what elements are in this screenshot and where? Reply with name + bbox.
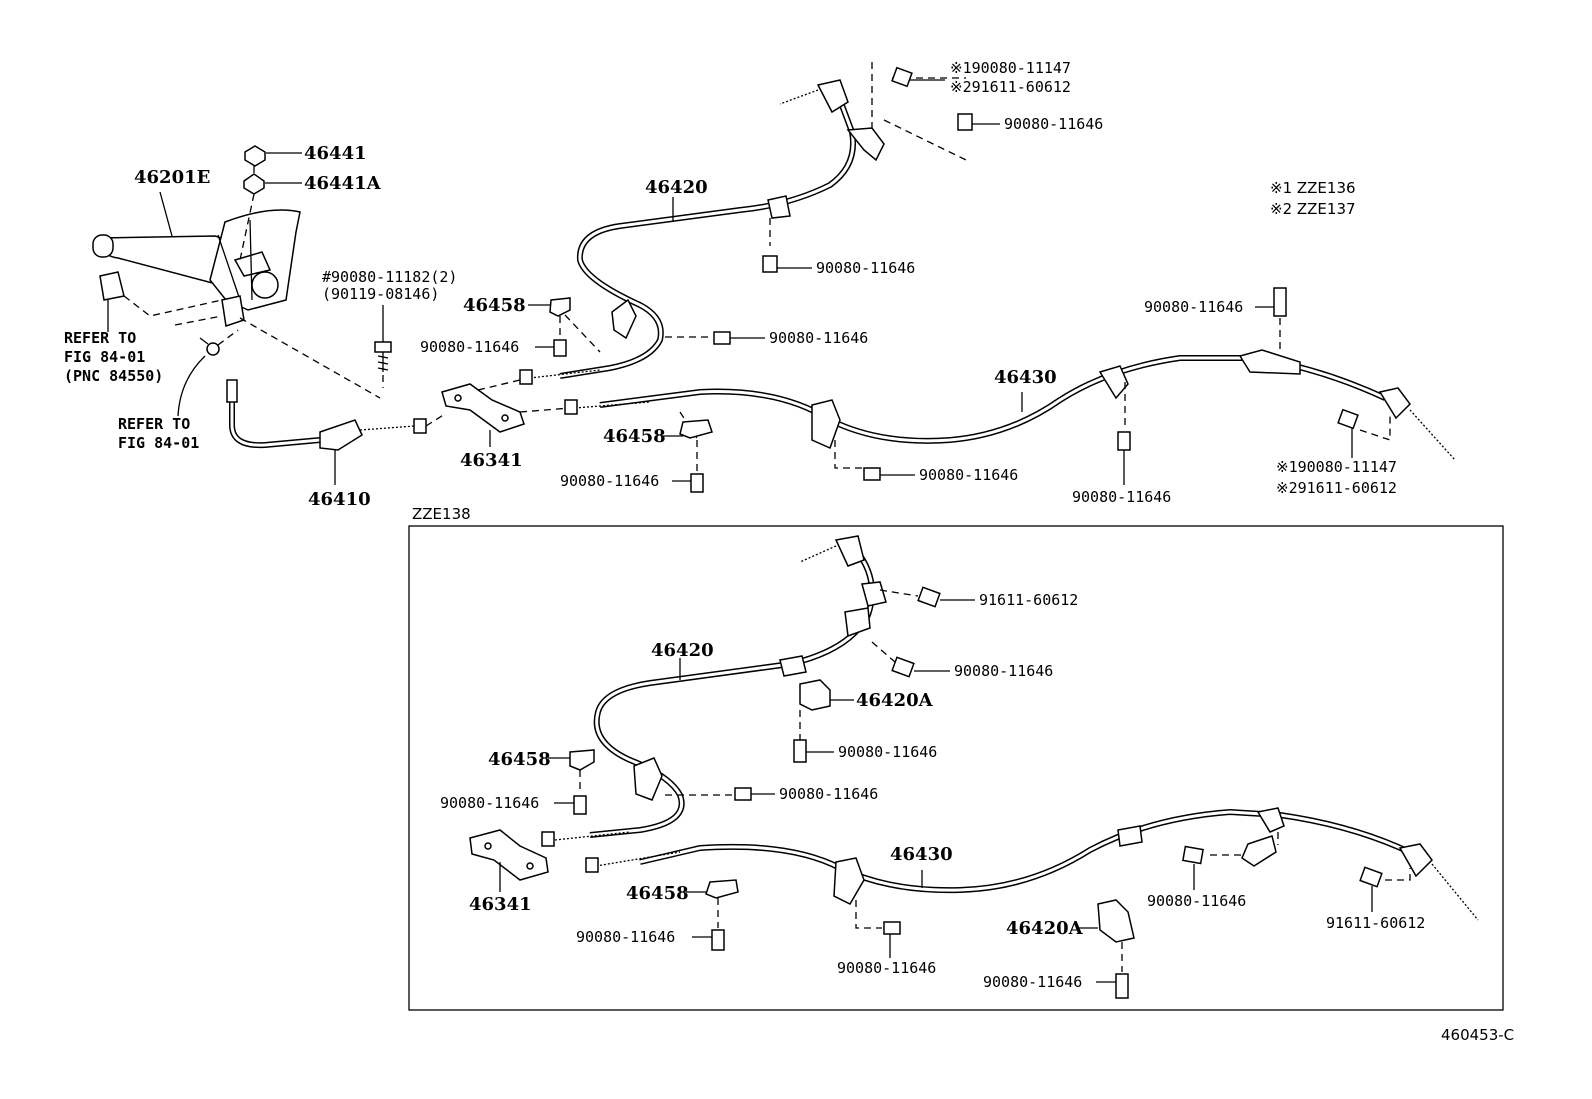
nut-46441-icon: [244, 145, 266, 167]
box-equalizer-46341: [469, 829, 549, 881]
label-46458-mid: 46458: [603, 426, 666, 447]
label-x291611-top: ※291611-60612: [950, 78, 1071, 96]
box-label-bolt-center: 90080-11646: [837, 959, 936, 977]
label-x190080-top: ※190080-11147: [950, 59, 1071, 77]
box-title: ZZE138: [412, 505, 471, 523]
bracket-46458-mid: [679, 419, 713, 439]
zze138-box: [408, 525, 1504, 1011]
box-label-bolt-right: 90080-11646: [1147, 892, 1246, 910]
box-label-46430: 46430: [890, 844, 953, 865]
lever-switch-clip: [99, 271, 125, 301]
bolt-icon-top-right: [957, 113, 973, 131]
box-label-46458-bottom: 46458: [626, 883, 689, 904]
label-46441a: 46441A: [304, 173, 382, 194]
box-bolt-icon-top-clip: [891, 656, 915, 678]
label-bolt-under-46420: 90080-11646: [816, 259, 915, 277]
box-bolt-icon-right: [1182, 845, 1204, 865]
hash-bolt-icon: [374, 341, 392, 372]
box-label-bolt-46420a: 90080-11646: [838, 743, 937, 761]
box-bolt-icon-91611-right: [1359, 866, 1383, 888]
bolt-icon-under-46420: [762, 255, 778, 273]
box-bolt-icon-center: [883, 921, 901, 935]
bolt-icon-46458-mid: [690, 473, 704, 493]
box-label-91611-right: 91611-60612: [1326, 914, 1425, 932]
label-hash-bolt: #90080-11182(2): [322, 268, 457, 286]
label-46458-top: 46458: [463, 295, 526, 316]
refer2-line2: FIG 84-01: [118, 434, 199, 452]
nut-46441a-icon: [243, 173, 265, 195]
bolt-icon-top-x: [891, 66, 913, 88]
label-bolt-46458-mid: 90080-11646: [560, 472, 659, 490]
label-bolt-top-right: 90080-11646: [1004, 115, 1103, 133]
label-bolt-mid-right: 90080-11646: [1072, 488, 1171, 506]
box-bolt-icon-91611-top: [917, 586, 941, 608]
box-label-46420a-bottom: 46420A: [1006, 918, 1084, 939]
label-46201e: 46201E: [134, 167, 210, 188]
parking-brake-lever: [92, 209, 301, 327]
box-bolt-icon-46458-bottom: [711, 929, 725, 951]
front-cable-46410: [229, 400, 321, 449]
refer1-line3: (PNC 84550): [64, 367, 163, 385]
box-label-46458-top: 46458: [488, 749, 551, 770]
box-label-46420: 46420: [651, 640, 714, 661]
box-bracket-46458-bottom: [705, 879, 739, 899]
box-label-bolt-46458-top: 90080-11646: [440, 794, 539, 812]
legend-2: ※2 ZZE137: [1270, 200, 1356, 218]
box-bracket-46420a-bottom: [1097, 899, 1135, 943]
box-bolt-icon-cable-clip: [734, 787, 752, 801]
label-46420: 46420: [645, 177, 708, 198]
refer-bolt-icon: [199, 337, 220, 356]
upper-assembly: 46441 46441A 46201E 46420 46458 46458 46…: [64, 59, 1456, 510]
figure-id: 460453-C: [1441, 1026, 1514, 1044]
box-label-46341: 46341: [469, 894, 532, 915]
box-label-bolt-bottom-clip: 90080-11646: [983, 973, 1082, 991]
box-label-bolt-46458-bottom: 90080-11646: [576, 928, 675, 946]
bolt-icon-mid-center: [863, 467, 881, 481]
label-bolt-right-upper: 90080-11646: [1144, 298, 1243, 316]
box-label-bolt-top-clip: 90080-11646: [954, 662, 1053, 680]
refer1-line2: FIG 84-01: [64, 348, 145, 366]
label-x190080-right: ※190080-11147: [1276, 458, 1397, 476]
bolt-icon-46458-top: [553, 339, 567, 357]
bracket-46458-top: [549, 297, 571, 317]
bolt-icon-right-upper: [1273, 287, 1287, 317]
equalizer-46341: [441, 383, 525, 433]
bolt-icon-right-x: [1337, 408, 1359, 430]
refer1-line1: REFER TO: [64, 329, 136, 347]
box-rear-cable-46430: [639, 808, 1407, 894]
box-label-46420a-top: 46420A: [856, 690, 934, 711]
label-bolt-mid-center: 90080-11646: [919, 466, 1018, 484]
label-46341: 46341: [460, 450, 523, 471]
bolt-icon-cable-clip: [713, 331, 731, 345]
legend-1: ※1 ZZE136: [1270, 179, 1356, 197]
box-bracket-46420a-top: [799, 679, 831, 711]
label-46410: 46410: [308, 489, 371, 510]
box-label-91611-top: 91611-60612: [979, 591, 1078, 609]
bolt-icon-mid-right: [1117, 431, 1131, 451]
box-bracket-46458-top: [569, 749, 595, 771]
label-46430: 46430: [994, 367, 1057, 388]
zze138-assembly: 46420 46420A 46420A 46458 46458 46341 46…: [440, 535, 1479, 999]
label-bolt-cable-clip: 90080-11646: [769, 329, 868, 347]
box-bolt-icon-46458-top: [573, 795, 587, 815]
box-label-bolt-cable-clip: 90080-11646: [779, 785, 878, 803]
box-bolt-icon-bottom-clip: [1115, 973, 1129, 999]
label-hash-bolt-alt: (90119-08146): [322, 285, 439, 303]
box-bolt-icon-46420a: [793, 739, 807, 763]
label-46441: 46441: [304, 143, 367, 164]
label-x291611-right: ※291611-60612: [1276, 479, 1397, 497]
label-bolt-46458-top: 90080-11646: [420, 338, 519, 356]
refer2-line1: REFER TO: [118, 415, 190, 433]
